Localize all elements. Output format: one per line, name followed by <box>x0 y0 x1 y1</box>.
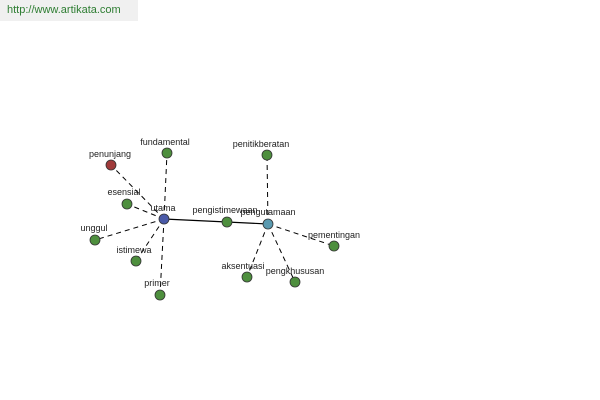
edge-utama-fundamental <box>163 152 168 220</box>
node-label-utama[interactable]: utama <box>150 203 175 213</box>
node-pementingan[interactable] <box>328 240 340 252</box>
node-fundamental[interactable] <box>161 147 173 159</box>
node-esensial[interactable] <box>121 198 133 210</box>
node-penitikberatan[interactable] <box>261 149 273 161</box>
node-label-penunjang[interactable]: penunjang <box>89 149 131 159</box>
node-label-esensial[interactable]: esensial <box>107 187 140 197</box>
node-aksentuasi[interactable] <box>241 271 253 283</box>
node-label-pengistimewaan[interactable]: pengistimewaan <box>192 205 257 215</box>
node-label-istimewa[interactable]: istimewa <box>116 245 151 255</box>
node-label-unggul[interactable]: unggul <box>80 223 107 233</box>
graph-edges <box>94 152 335 296</box>
node-pengkhususan[interactable] <box>289 276 301 288</box>
node-penunjang[interactable] <box>105 159 117 171</box>
edge-pengutamaan-penitikberatan <box>266 154 269 225</box>
node-label-aksentuasi[interactable]: aksentuasi <box>221 261 264 271</box>
edge-pengistimewaan-pengutamaan <box>226 221 269 225</box>
node-label-fundamental[interactable]: fundamental <box>140 137 190 147</box>
node-label-primer[interactable]: primer <box>144 278 170 288</box>
node-label-penitikberatan[interactable]: penitikberatan <box>233 139 290 149</box>
node-label-pementingan[interactable]: pementingan <box>308 230 360 240</box>
node-label-pengutamaan[interactable]: pengutamaan <box>240 207 295 217</box>
node-unggul[interactable] <box>89 234 101 246</box>
edge-utama-pengistimewaan <box>163 218 228 223</box>
node-pengistimewaan[interactable] <box>221 216 233 228</box>
node-pengutamaan[interactable] <box>262 218 274 230</box>
site-url[interactable]: http://www.artikata.com <box>0 0 138 21</box>
node-primer[interactable] <box>154 289 166 301</box>
edge-utama-unggul <box>94 218 165 241</box>
edge-pengutamaan-aksentuasi <box>246 223 269 278</box>
edge-utama-penunjang <box>110 164 165 220</box>
node-utama[interactable] <box>158 213 170 225</box>
edge-pengutamaan-pengkhususan <box>267 223 296 283</box>
node-istimewa[interactable] <box>130 255 142 267</box>
edge-pengutamaan-pementingan <box>267 223 335 247</box>
edge-utama-esensial <box>126 203 165 220</box>
graph-nodes <box>89 147 340 301</box>
node-label-pengkhususan[interactable]: pengkhususan <box>266 266 325 276</box>
edge-utama-primer <box>159 218 165 296</box>
